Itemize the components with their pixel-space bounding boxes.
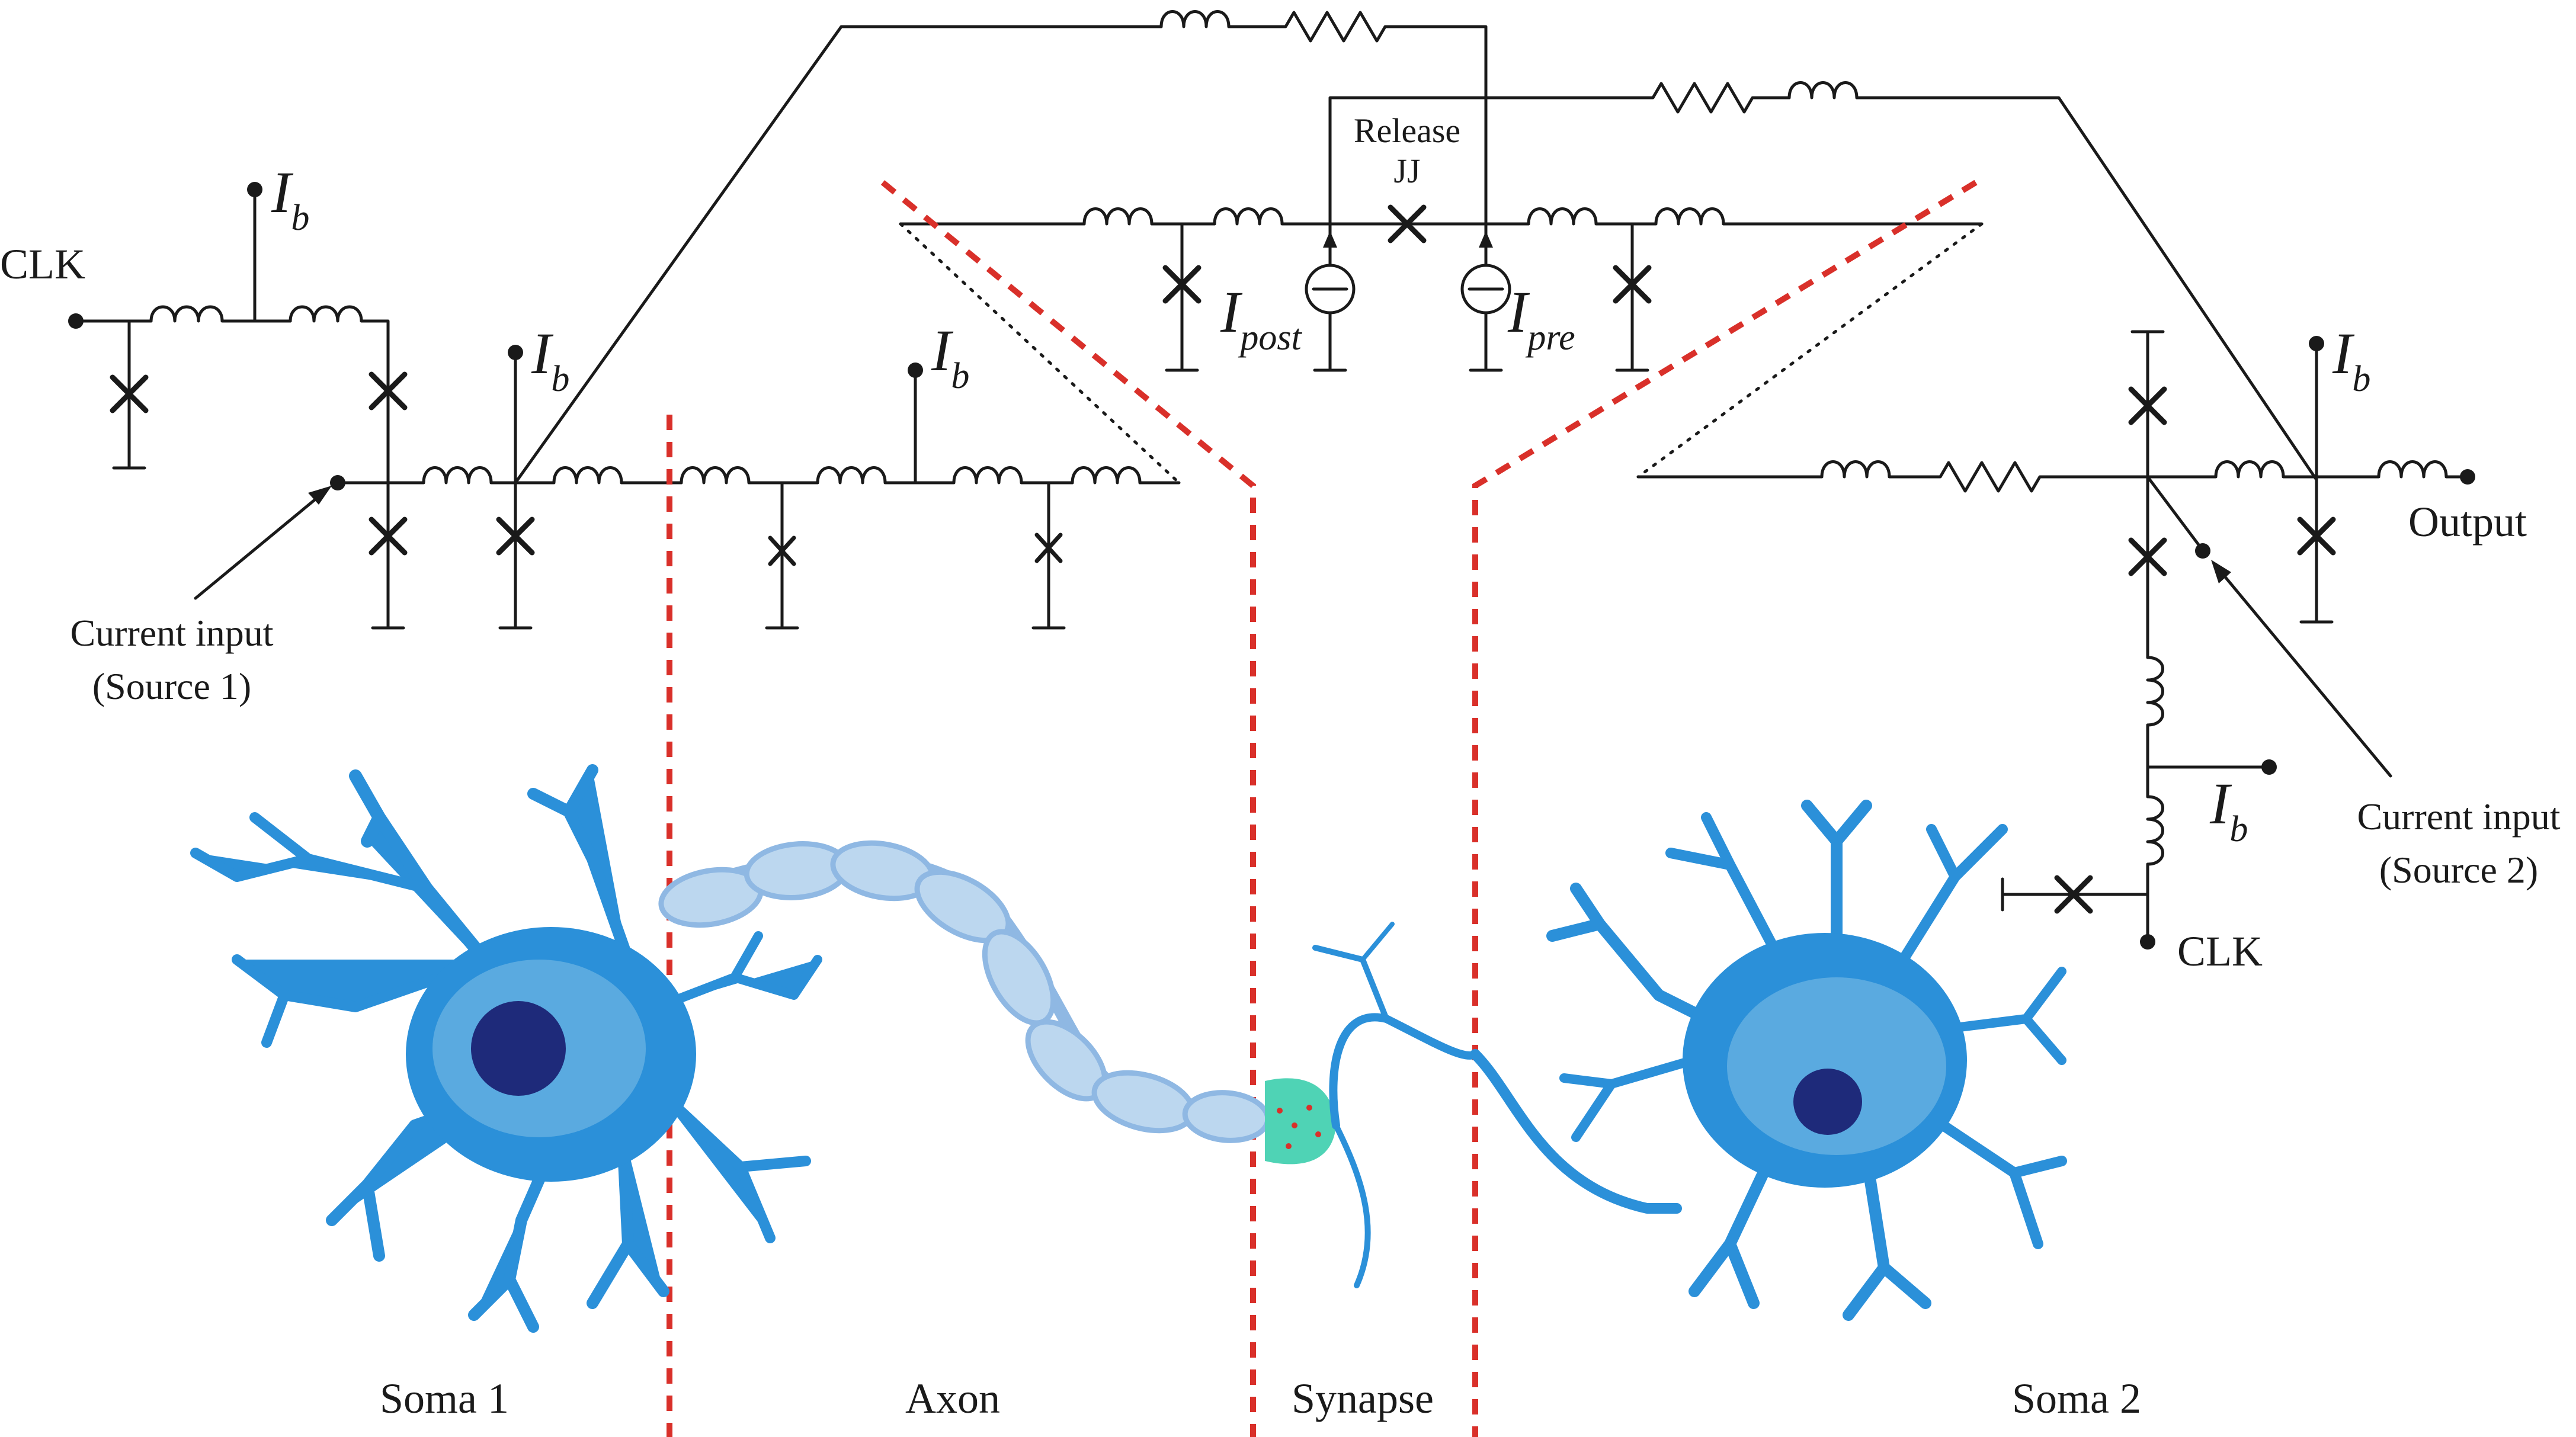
feedback-lines	[514, 10, 2318, 485]
bias-label: Ib	[2332, 320, 2370, 399]
bias-label: Ib	[531, 320, 569, 399]
bias-terminal	[247, 182, 262, 197]
nucleus-2	[1793, 1069, 1862, 1135]
svg-text:Ib: Ib	[2332, 320, 2370, 399]
bias-terminal	[908, 363, 923, 378]
svg-text:Ib: Ib	[531, 320, 569, 399]
release-jj-label: JJ	[1393, 152, 1420, 190]
output-terminal	[2460, 469, 2475, 485]
soma2-circuit	[1636, 330, 2475, 950]
i-post-label: Ipost	[1220, 279, 1302, 358]
svg-text:Ipre: Ipre	[1507, 279, 1575, 358]
synapse-taper-right	[1636, 222, 1984, 479]
circuit-schematic	[68, 10, 2475, 950]
neuron-soma-2	[1546, 800, 2067, 1321]
soma1-circuit	[68, 182, 683, 630]
i-post-current-source	[1305, 222, 1356, 372]
bias-terminal	[2261, 759, 2277, 775]
synaptic-terminal	[1265, 1078, 1336, 1165]
source1-label: Current input	[70, 612, 273, 654]
circuit-labels: CLK CLK Output Ib Ib Ib Ib Ib Ipost Ipre…	[0, 111, 2561, 975]
region-labels: Soma 1 Axon Synapse Soma 2	[380, 1375, 2141, 1422]
source1-arrow	[194, 486, 332, 600]
bias-label: Ib	[931, 317, 969, 396]
region-label-soma-1: Soma 1	[380, 1375, 509, 1422]
bias-terminal	[2309, 336, 2324, 351]
source2-label: (Source 2)	[2379, 849, 2538, 891]
release-jj-label: Release	[1354, 111, 1460, 150]
region-label-synapse: Synapse	[1292, 1375, 1434, 1422]
i-pre-current-source	[1460, 222, 1511, 372]
svg-text:Ib: Ib	[2209, 771, 2248, 849]
divider-synapse-soma2	[1472, 179, 1978, 1437]
divider-axon-synapse	[880, 180, 1256, 1437]
i-pre-label: Ipre	[1507, 279, 1575, 358]
bias-label: Ib	[271, 159, 309, 238]
clk-input-terminal	[2140, 934, 2155, 950]
svg-text:Ipost: Ipost	[1220, 279, 1302, 358]
region-label-axon: Axon	[905, 1375, 1000, 1422]
bias-label: Ib	[2209, 771, 2248, 849]
axon-circuit	[680, 363, 1181, 630]
synapse-taper-left	[899, 222, 1181, 485]
nucleus-1	[471, 1001, 566, 1096]
svg-text:Ib: Ib	[931, 317, 969, 396]
source2-label: Current input	[2357, 796, 2560, 838]
source2-arrow	[2211, 560, 2392, 778]
clk-label-top: CLK	[0, 240, 85, 288]
output-label: Output	[2408, 498, 2527, 546]
axon-myelin	[658, 840, 1274, 1143]
region-label-soma-2: Soma 2	[2012, 1375, 2141, 1422]
receiving-dendrite	[1312, 922, 1682, 1288]
neuron-illustration	[190, 764, 2067, 1333]
region-dividers	[667, 179, 1978, 1437]
neuron-soma-1	[190, 764, 822, 1333]
source2-input-node	[2195, 543, 2210, 559]
source1-label: (Source 1)	[92, 665, 251, 707]
svg-text:Ib: Ib	[271, 159, 309, 238]
synapse-circuit	[899, 207, 1984, 372]
bias-terminal	[508, 345, 523, 360]
clk-label-bottom: CLK	[2177, 928, 2263, 975]
